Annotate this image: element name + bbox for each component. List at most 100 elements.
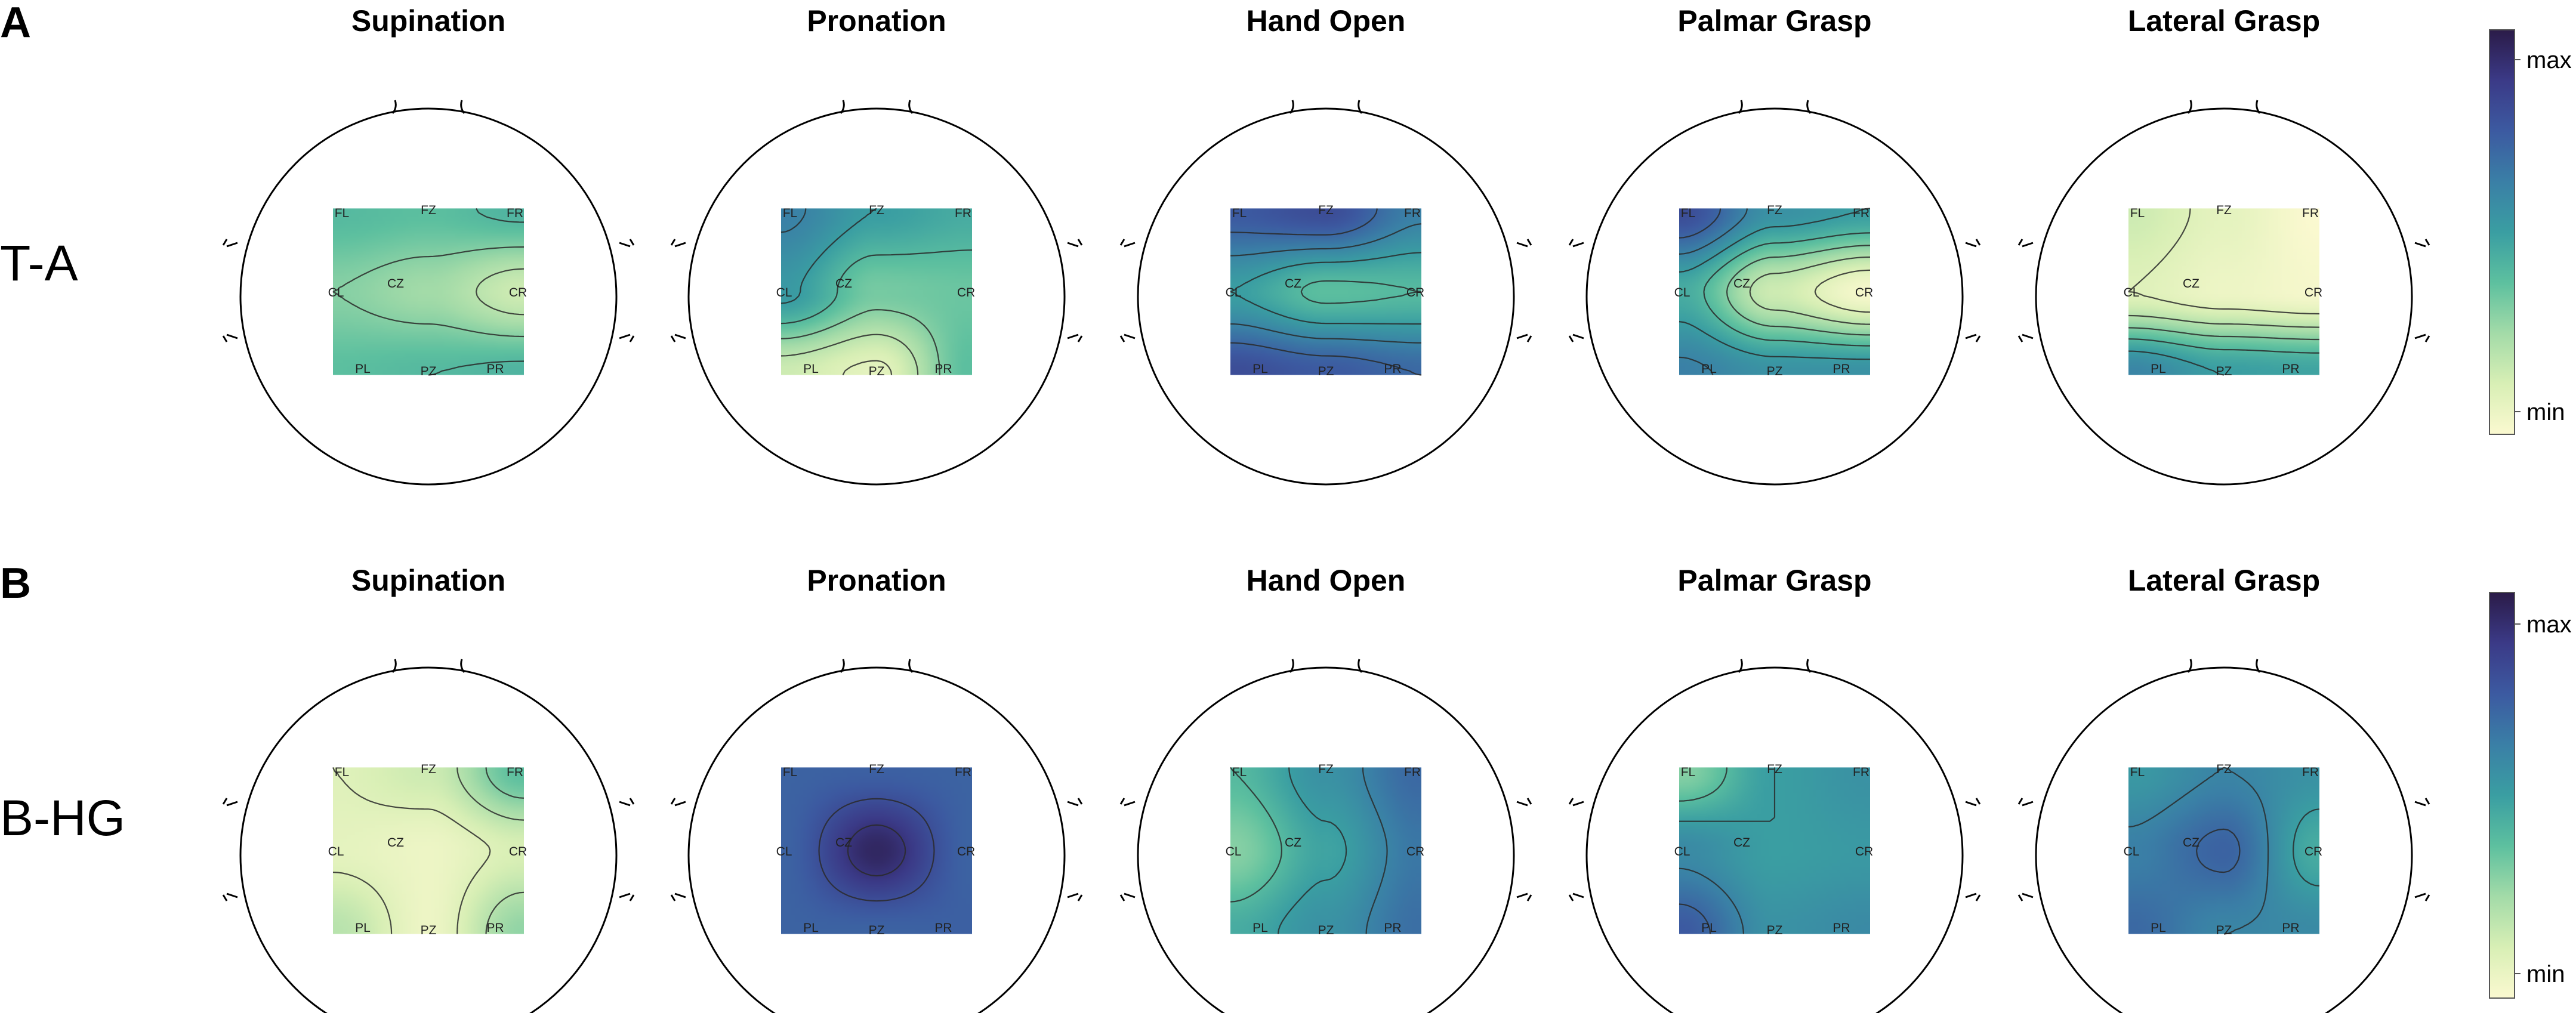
nose-marker: [2187, 659, 2261, 673]
activation-heatmap: [2128, 767, 2319, 934]
panel-letter: B: [0, 560, 31, 607]
electrode-label: CR: [957, 286, 975, 299]
electrode-label: FL: [2130, 765, 2145, 779]
electrode-label: PZ: [869, 365, 885, 378]
electrode-label: FR: [507, 765, 523, 779]
nose-marker: [1738, 100, 1812, 114]
ear-marker: [1067, 239, 1083, 342]
electrode-label: PL: [355, 921, 371, 935]
ear-marker: [1516, 798, 1532, 901]
ear-marker: [222, 798, 238, 901]
electrode-label: FZ: [1767, 203, 1782, 217]
electrode-label: FL: [783, 206, 798, 220]
electrode-label: FR: [955, 206, 971, 220]
electrode-label: CL: [1674, 286, 1690, 299]
electrode-label: PR: [1384, 362, 1401, 376]
electrode-label: CR: [2304, 286, 2322, 299]
ear-marker: [1965, 798, 1981, 901]
row-label: T-A: [0, 235, 78, 291]
head-outline: [239, 107, 618, 486]
electrode-label: FZ: [421, 203, 436, 217]
colorbar-max-label: max: [2526, 47, 2572, 73]
electrode-label: CZ: [387, 836, 404, 850]
ear-marker: [1516, 239, 1532, 342]
electrode-label: FL: [335, 765, 350, 779]
electrode-label: FR: [955, 765, 971, 779]
head-outline: [239, 666, 618, 1013]
electrode-label: PL: [1701, 921, 1717, 935]
electrode-label: PR: [2282, 362, 2299, 376]
head-outline: [687, 666, 1066, 1013]
electrode-label: PZ: [2216, 924, 2232, 937]
electrode-label: PL: [1701, 362, 1717, 376]
electrode-label: PL: [803, 921, 819, 935]
electrode-label: FR: [1853, 765, 1869, 779]
electrode-label: CR: [1406, 286, 1424, 299]
electrode-label: CL: [776, 845, 792, 858]
activation-heatmap: [1679, 208, 1870, 375]
electrode-label: CR: [509, 845, 527, 858]
nose-marker: [391, 659, 465, 673]
electrode-label: FL: [1232, 765, 1247, 779]
condition-title: Supination: [351, 4, 505, 38]
head-outline: [687, 107, 1066, 486]
electrode-label: PL: [2151, 921, 2166, 935]
electrode-label: PL: [2151, 362, 2166, 376]
ear-marker: [1119, 798, 1136, 901]
condition-title: Lateral Grasp: [2128, 4, 2320, 38]
condition-title: Palmar Grasp: [1677, 564, 1871, 597]
ear-marker: [222, 239, 238, 342]
contour-lines: [332, 767, 525, 934]
ear-marker: [1119, 239, 1136, 342]
electrode-label: PZ: [1318, 365, 1334, 378]
ear-marker: [619, 239, 635, 342]
head-outline: [1137, 666, 1515, 1013]
nose-marker: [391, 100, 465, 114]
condition-title: Palmar Grasp: [1677, 4, 1871, 38]
electrode-label: PZ: [2216, 365, 2232, 378]
electrode-label: FZ: [869, 762, 884, 776]
condition-title: Pronation: [807, 4, 946, 38]
electrode-label: FZ: [1318, 203, 1334, 217]
contour-lines: [332, 208, 525, 376]
electrode-label: CZ: [1733, 277, 1750, 291]
electrode-label: PL: [1252, 921, 1268, 935]
contour-lines: [2128, 767, 2320, 935]
row-label: B-HG: [0, 790, 125, 846]
condition-title: Hand Open: [1247, 4, 1406, 38]
condition-title: Lateral Grasp: [2128, 564, 2320, 597]
contour-lines: [1230, 767, 1388, 934]
electrode-label: CZ: [835, 836, 852, 850]
ear-marker: [1568, 798, 1584, 901]
nose-marker: [2187, 100, 2261, 114]
electrode-label: CZ: [2183, 836, 2199, 850]
electrode-label: PR: [934, 921, 952, 935]
head-outline: [2035, 666, 2413, 1013]
electrode-label: CR: [1855, 845, 1873, 858]
contour-lines: [1679, 208, 1871, 376]
electrode-label: PZ: [1767, 924, 1783, 937]
electrode-label: CL: [1226, 845, 1242, 858]
nose-marker: [840, 659, 914, 673]
activation-heatmap: [333, 208, 524, 375]
contour-lines: [1679, 767, 1776, 934]
contour-lines: [780, 208, 973, 376]
condition-title: Pronation: [807, 564, 946, 597]
activation-heatmap: [1230, 208, 1421, 375]
condition-title: Supination: [351, 564, 505, 597]
electrode-label: FR: [1404, 206, 1421, 220]
electrode-label: FL: [1681, 206, 1696, 220]
electrode-label: CR: [957, 845, 975, 858]
electrode-label: FL: [335, 206, 350, 220]
electrode-label: PZ: [869, 924, 885, 937]
electrode-label: CL: [328, 845, 344, 858]
activation-heatmap: [1230, 767, 1421, 934]
nose-marker: [840, 100, 914, 114]
